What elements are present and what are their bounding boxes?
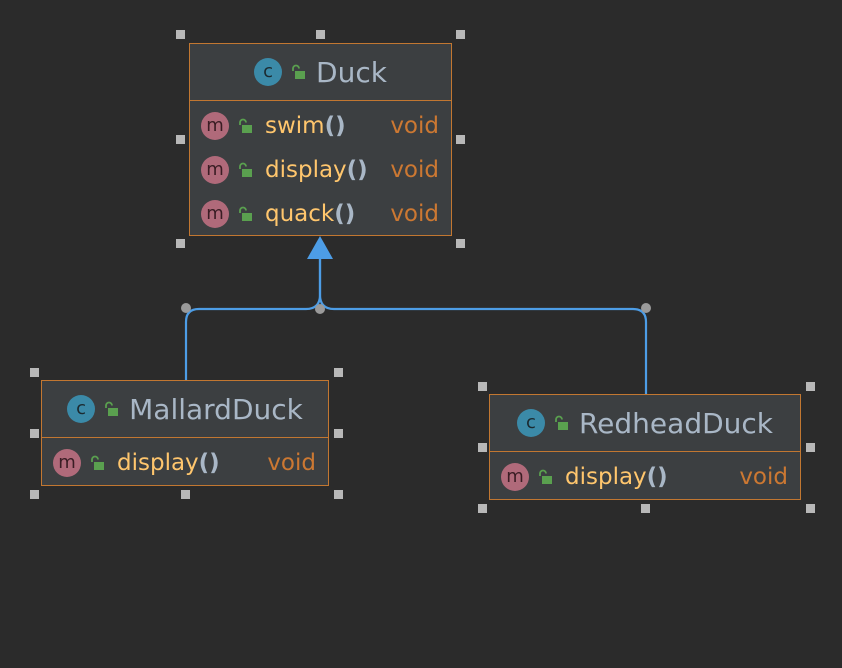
resize-handle[interactable] bbox=[456, 30, 465, 39]
resize-handle[interactable] bbox=[30, 490, 39, 499]
return-type: void bbox=[390, 157, 439, 183]
resize-handle[interactable] bbox=[334, 490, 343, 499]
method-row-display[interactable]: m display() void bbox=[190, 148, 451, 192]
method-name: quack() bbox=[265, 201, 356, 227]
class-icon: c bbox=[254, 58, 283, 86]
resize-handle[interactable] bbox=[456, 135, 465, 144]
method-icon: m bbox=[201, 200, 229, 228]
resize-handle[interactable] bbox=[478, 443, 487, 452]
class-header: c RedheadDuck bbox=[490, 395, 800, 452]
resize-handle[interactable] bbox=[806, 382, 815, 391]
method-name: display() bbox=[265, 157, 368, 183]
method-icon: m bbox=[201, 112, 229, 140]
public-lock-icon bbox=[539, 469, 552, 484]
return-type: void bbox=[267, 450, 316, 476]
class-name: RedheadDuck bbox=[578, 406, 774, 440]
resize-handle[interactable] bbox=[806, 504, 815, 513]
resize-handle[interactable] bbox=[30, 368, 39, 377]
method-row-quack[interactable]: m quack() void bbox=[190, 192, 451, 236]
class-node-duck[interactable]: c Duck m swim() void m display() void m … bbox=[189, 43, 452, 236]
method-icon: m bbox=[201, 156, 229, 184]
class-name: MallardDuck bbox=[129, 392, 303, 426]
method-name: display() bbox=[565, 464, 668, 490]
edge-redhead-to-duck[interactable] bbox=[318, 252, 648, 394]
return-type: void bbox=[739, 464, 788, 490]
public-lock-icon bbox=[292, 64, 306, 79]
public-lock-icon bbox=[239, 118, 252, 133]
public-lock-icon bbox=[555, 415, 568, 430]
method-name: swim() bbox=[265, 113, 346, 139]
method-icon: m bbox=[53, 449, 81, 477]
edge-bend-dot[interactable] bbox=[315, 304, 325, 314]
resize-handle[interactable] bbox=[176, 239, 185, 248]
resize-handle[interactable] bbox=[316, 30, 325, 39]
resize-handle[interactable] bbox=[334, 429, 343, 438]
method-icon: m bbox=[501, 463, 529, 491]
method-row-display[interactable]: m display() void bbox=[490, 455, 800, 499]
resize-handle[interactable] bbox=[176, 30, 185, 39]
edge-mallard-to-duck[interactable] bbox=[184, 252, 322, 380]
public-lock-icon bbox=[105, 401, 119, 416]
resize-handle[interactable] bbox=[456, 239, 465, 248]
class-icon: c bbox=[516, 409, 545, 437]
resize-handle[interactable] bbox=[641, 504, 650, 513]
resize-handle[interactable] bbox=[181, 490, 190, 499]
return-type: void bbox=[390, 113, 439, 139]
class-header: c MallardDuck bbox=[42, 381, 328, 438]
return-type: void bbox=[390, 201, 439, 227]
method-row-display[interactable]: m display() void bbox=[42, 441, 328, 485]
public-lock-icon bbox=[239, 162, 252, 177]
method-name: display() bbox=[117, 450, 220, 476]
resize-handle[interactable] bbox=[478, 504, 487, 513]
class-node-redheadduck[interactable]: c RedheadDuck m display() void bbox=[489, 394, 801, 500]
method-row-swim[interactable]: m swim() void bbox=[190, 104, 451, 148]
resize-handle[interactable] bbox=[30, 429, 39, 438]
class-name: Duck bbox=[316, 55, 387, 89]
class-icon: c bbox=[67, 395, 96, 423]
resize-handle[interactable] bbox=[334, 368, 343, 377]
resize-handle[interactable] bbox=[806, 443, 815, 452]
public-lock-icon bbox=[239, 206, 252, 221]
public-lock-icon bbox=[91, 455, 104, 470]
class-node-mallardduck[interactable]: c MallardDuck m display() void bbox=[41, 380, 329, 486]
edge-bend-dot[interactable] bbox=[181, 303, 191, 313]
resize-handle[interactable] bbox=[478, 382, 487, 391]
resize-handle[interactable] bbox=[176, 135, 185, 144]
inheritance-arrowhead bbox=[307, 236, 333, 259]
class-header: c Duck bbox=[190, 44, 451, 101]
edge-bend-dot[interactable] bbox=[641, 303, 651, 313]
